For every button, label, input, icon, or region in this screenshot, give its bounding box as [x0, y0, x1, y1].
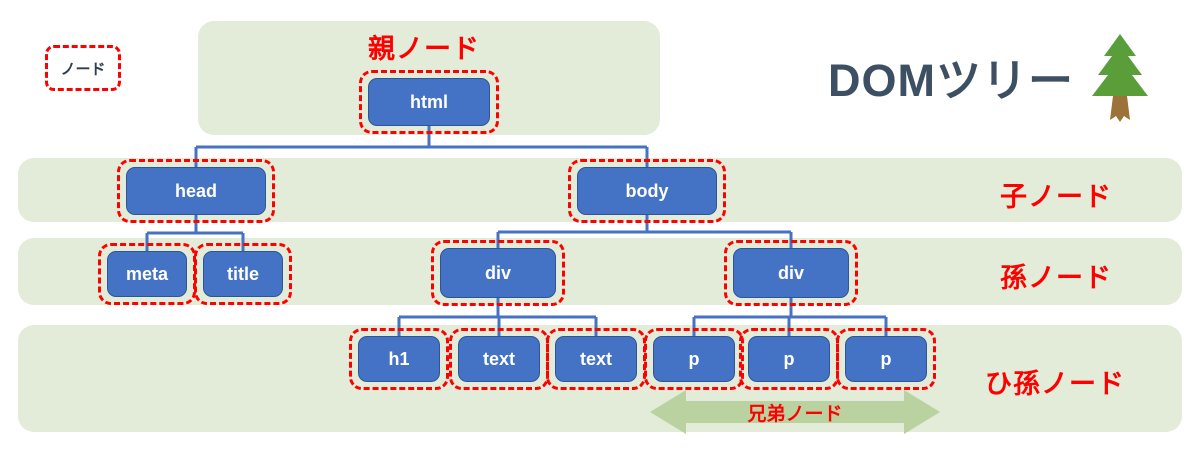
sibling-arrow-icon: [650, 390, 940, 434]
node-head[interactable]: head: [126, 167, 266, 215]
evergreen-tree-icon: [1092, 34, 1148, 122]
page-title: DOMツリー: [828, 55, 1074, 106]
band-label-parent: 親ノード: [368, 34, 480, 64]
node-p3[interactable]: p: [845, 336, 927, 382]
node-p2[interactable]: p: [748, 336, 830, 382]
node-div1[interactable]: div: [440, 248, 556, 298]
node-html[interactable]: html: [368, 78, 490, 126]
node-h1[interactable]: h1: [358, 336, 440, 382]
node-div2[interactable]: div: [733, 248, 849, 298]
node-text2[interactable]: text: [555, 336, 637, 382]
band-label-grandchild: 孫ノード: [1000, 263, 1112, 293]
node-p1[interactable]: p: [653, 336, 735, 382]
legend-node-label: ノード: [60, 60, 106, 78]
sibling-arrow-label: 兄弟ノード: [747, 403, 843, 425]
node-meta[interactable]: meta: [107, 251, 187, 297]
node-title[interactable]: title: [203, 251, 283, 297]
node-text1[interactable]: text: [458, 336, 540, 382]
band-label-child: 子ノード: [1000, 182, 1112, 212]
node-body[interactable]: body: [577, 167, 717, 215]
legend-node-box: ノード: [45, 45, 121, 91]
band-label-great-grandchild: ひ孫ノード: [985, 369, 1125, 399]
